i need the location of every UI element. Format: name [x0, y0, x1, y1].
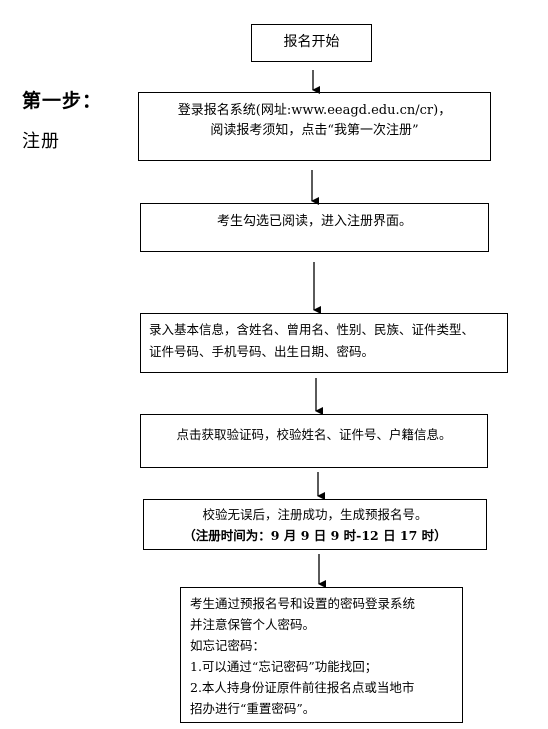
password-note-line-4: 1.可以通过“忘记密码”功能找回； [190, 659, 378, 674]
start-label: 报名开始 [283, 34, 340, 50]
login-step-line-1: 登录报名系统(网址:www.eeagd.edu.cn/cr)， [177, 103, 452, 118]
agree-step-text: 考生勾选已阅读，进入注册界面。 [216, 214, 412, 229]
verify-code-box: 点击获取验证码，校验姓名、证件号、户籍信息。 [140, 414, 488, 468]
info-entry-line-1: 录入基本信息，含姓名、曾用名、性别、民族、证件类型、 [149, 322, 475, 337]
register-success-text: 校验无误后，注册成功，生成预报名号。 [202, 507, 428, 522]
password-note-box: 考生通过预报名号和设置的密码登录系统 并注意保管个人密码。 如忘记密码： 1.可… [180, 587, 463, 723]
password-note-line-6: 招办进行“重置密码”。 [190, 701, 316, 716]
agree-step-box: 考生勾选已阅读，进入注册界面。 [140, 203, 489, 252]
start-box: 报名开始 [251, 24, 372, 62]
password-note-line-2: 并注意保管个人密码。 [190, 617, 316, 632]
verify-code-text: 点击获取验证码，校验姓名、证件号、户籍信息。 [176, 427, 452, 442]
register-success-box: 校验无误后，注册成功，生成预报名号。 （注册时间为：9 月 9 日 9 时-12… [143, 499, 487, 550]
info-entry-line-2: 证件号码、手机号码、出生日期、密码。 [149, 344, 375, 359]
password-note-line-5: 2.本人持身份证原件前往报名点或当地市 [190, 680, 415, 695]
login-step-line-2: 阅读报考须知，点击“我第一次注册” [210, 123, 419, 138]
register-time-text: （注册时间为：9 月 9 日 9 时-12 日 17 时） [183, 528, 447, 543]
password-note-line-3: 如忘记密码： [190, 638, 266, 653]
password-note-line-1: 考生通过预报名号和设置的密码登录系统 [190, 596, 416, 611]
step-subtitle: 注册 [22, 131, 60, 152]
step-title: 第一步： [22, 90, 103, 112]
info-entry-box: 录入基本信息，含姓名、曾用名、性别、民族、证件类型、 证件号码、手机号码、出生日… [140, 313, 508, 373]
login-step-box: 登录报名系统(网址:www.eeagd.edu.cn/cr)， 阅读报考须知，点… [138, 92, 491, 161]
